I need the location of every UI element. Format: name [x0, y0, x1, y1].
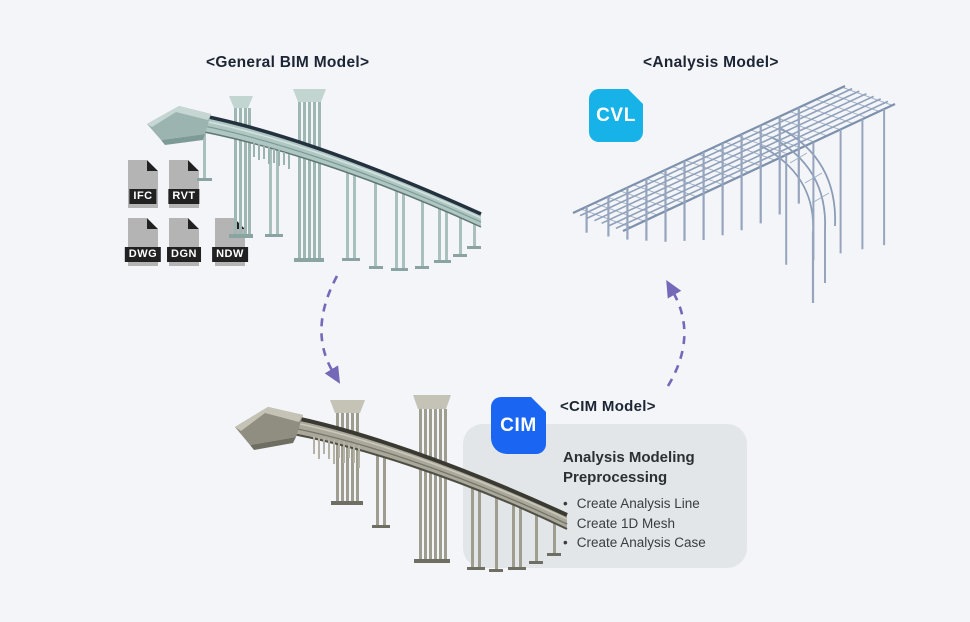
- analysis-model-image: [572, 85, 896, 303]
- wireframe-piers-icon: [585, 107, 886, 303]
- arrow-bim-to-cim-icon: [320, 275, 341, 384]
- file-format-icon-dwg: DWG: [124, 218, 162, 266]
- bridge-abutment-icon: [147, 106, 211, 145]
- cvl-badge: CVL: [589, 89, 643, 142]
- panel-bullet-list: •Create Analysis Line •Create 1D Mesh •C…: [563, 494, 706, 553]
- bridge-deck-icon: [182, 110, 482, 228]
- file-format-icon-rvt: RVT: [168, 160, 200, 208]
- bullet-icon: •: [563, 535, 568, 550]
- grillage-cross-ties-icon: [581, 86, 893, 228]
- bridge-abutment-icon: [235, 407, 303, 450]
- bridge-tower-icon: [229, 96, 253, 238]
- file-format-label: IFC: [129, 189, 157, 204]
- bridge-piers-icon: [372, 447, 561, 572]
- folded-corner-icon: [147, 218, 158, 229]
- bullet-text: Create Analysis Case: [576, 535, 706, 550]
- cim-badge: CIM: [491, 397, 546, 454]
- cim-model-image: [235, 395, 568, 572]
- bridge-tower-icon: [330, 400, 365, 505]
- folded-corner-icon: [147, 160, 158, 171]
- file-format-label: DWG: [124, 247, 162, 262]
- file-format-icon-dgn: DGN: [167, 218, 201, 266]
- file-format-label: RVT: [168, 189, 200, 204]
- bullet-text: Create Analysis Line: [576, 496, 700, 511]
- bullet-icon: •: [563, 496, 568, 511]
- bridge-tower-icon: [293, 89, 326, 262]
- list-item: • Create Analysis Line: [563, 494, 706, 514]
- file-format-label: NDW: [212, 247, 248, 262]
- general-bim-model-title: <General BIM Model>: [206, 54, 370, 71]
- analysis-model-title: <Analysis Model>: [643, 54, 779, 71]
- cim-model-title: <CIM Model>: [560, 398, 656, 415]
- list-item: •Create 1D Mesh: [563, 514, 706, 534]
- file-format-label: DGN: [167, 247, 201, 262]
- bridge-bearings-icon: [253, 143, 290, 169]
- bridge-tower-icon: [413, 395, 451, 563]
- general-bim-model-image: [147, 89, 482, 271]
- list-item: • Create Analysis Case: [563, 533, 706, 553]
- cim-badge-label: CIM: [500, 414, 537, 436]
- folded-corner-icon: [188, 160, 199, 171]
- bullet-text: Create 1D Mesh: [576, 515, 676, 531]
- panel-heading: Analysis Modeling Preprocessing: [563, 449, 695, 486]
- bridge-bearings-icon: [313, 436, 360, 468]
- cvl-badge-label: CVL: [596, 104, 636, 126]
- folded-corner-icon: [188, 218, 199, 229]
- file-format-icon-ifc: IFC: [128, 160, 158, 208]
